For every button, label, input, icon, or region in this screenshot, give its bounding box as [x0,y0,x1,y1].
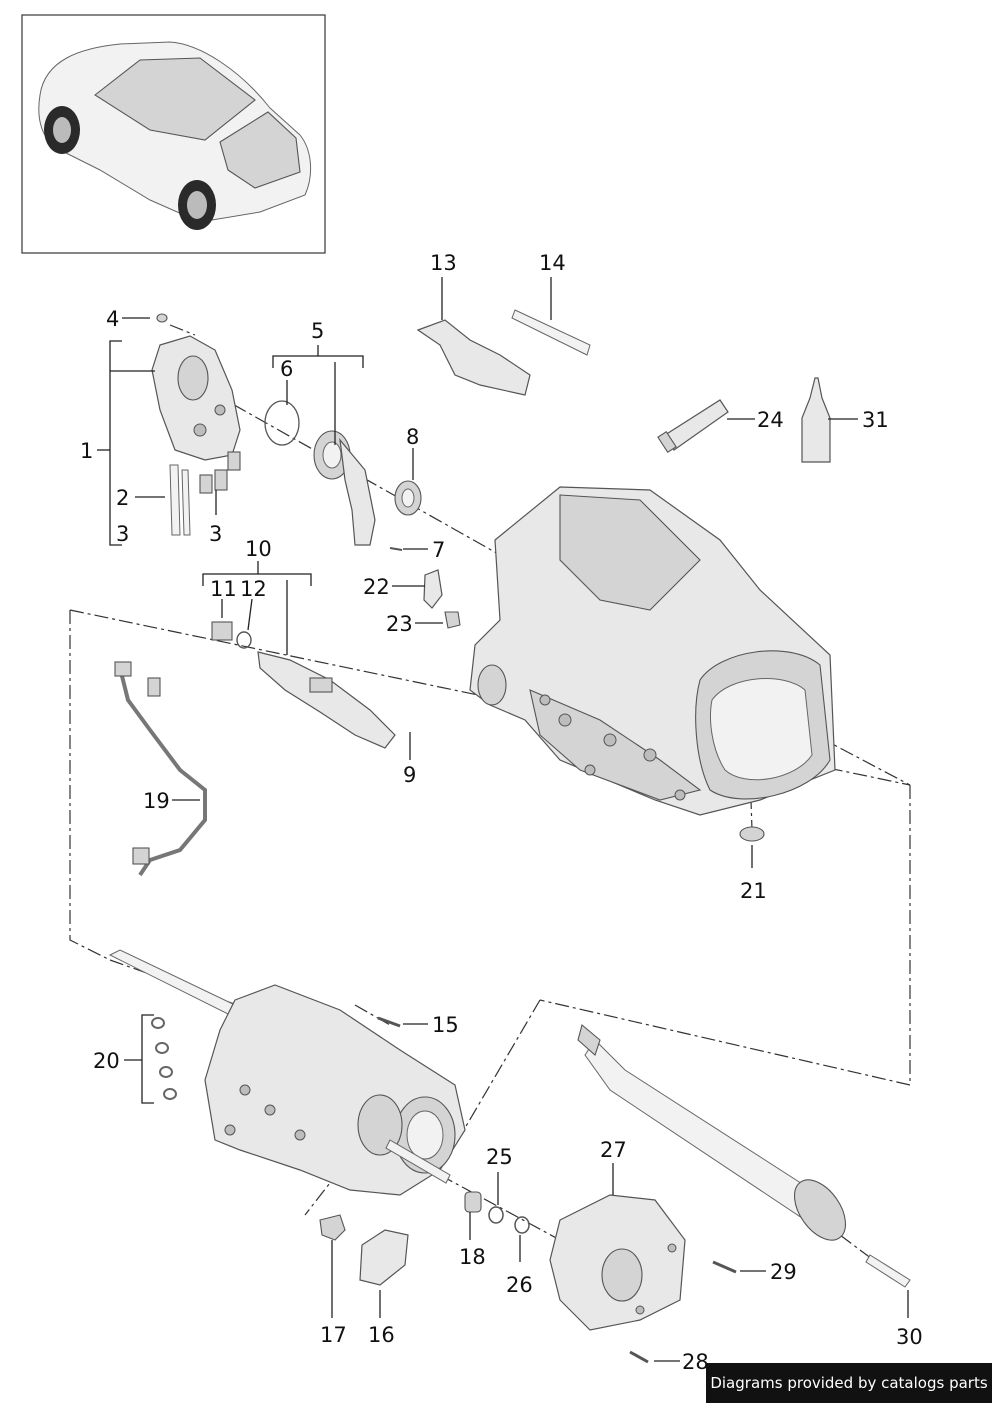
part-31-bottle [801,377,831,463]
callout-27: 27 [600,1138,627,1162]
part-10-12-sensor [211,621,396,749]
callout-5: 5 [311,319,324,343]
callout-6: 6 [280,357,293,381]
part-28-bolt [629,1350,649,1364]
callout-22: 22 [363,575,390,599]
part-13-14-brackets [416,309,591,396]
callout-25: 25 [486,1145,513,1169]
callout-19: 19 [143,789,170,813]
part-1-valve-body [151,313,241,536]
callout-3-right: 3 [209,522,222,546]
leader-lines [97,277,909,1362]
callout-12: 12 [240,577,267,601]
part-5-8-seals [264,400,422,551]
callout-14: 14 [539,251,566,275]
assembly-lines [69,324,911,1281]
part-20-rings [151,1017,177,1100]
small-lower-parts [319,1191,530,1286]
callout-23: 23 [386,612,413,636]
callout-21: 21 [740,879,767,903]
callout-2: 2 [116,486,129,510]
callout-7: 7 [432,538,445,562]
callout-11: 11 [210,577,237,601]
part-21-washer [739,826,765,842]
callout-18: 18 [459,1245,486,1269]
transmission-housing [469,486,836,816]
callout-3-left: 3 [116,522,129,546]
callout-26: 26 [506,1273,533,1297]
part-22-23-bracket [423,569,461,629]
callout-16: 16 [368,1323,395,1347]
credit-banner: Diagrams provided by catalogs parts [706,1363,992,1403]
callout-20: 20 [93,1049,120,1073]
callout-labels: 4 1 2 3 3 5 6 7 8 13 14 24 31 10 11 12 2… [80,251,923,1374]
part-15-bolt [377,1016,401,1028]
part-19-harness [114,661,207,877]
callout-17: 17 [320,1323,347,1347]
lower-gear-housing [108,949,466,1196]
part-24-tube [657,399,729,454]
part-27-cover [549,1194,686,1331]
callout-15: 15 [432,1013,459,1037]
callout-24: 24 [757,408,784,432]
callout-10: 10 [245,537,272,561]
vehicle-thumbnail [21,14,326,254]
callout-9: 9 [403,763,416,787]
callout-13: 13 [430,251,457,275]
callout-30: 30 [896,1325,923,1349]
callout-28: 28 [682,1350,709,1374]
callout-4: 4 [106,307,119,331]
drive-shaft [577,1024,911,1288]
callout-29: 29 [770,1260,797,1284]
callout-8: 8 [406,425,419,449]
callout-1: 1 [80,439,93,463]
part-29-bolt [712,1260,737,1274]
callout-31: 31 [862,408,889,432]
